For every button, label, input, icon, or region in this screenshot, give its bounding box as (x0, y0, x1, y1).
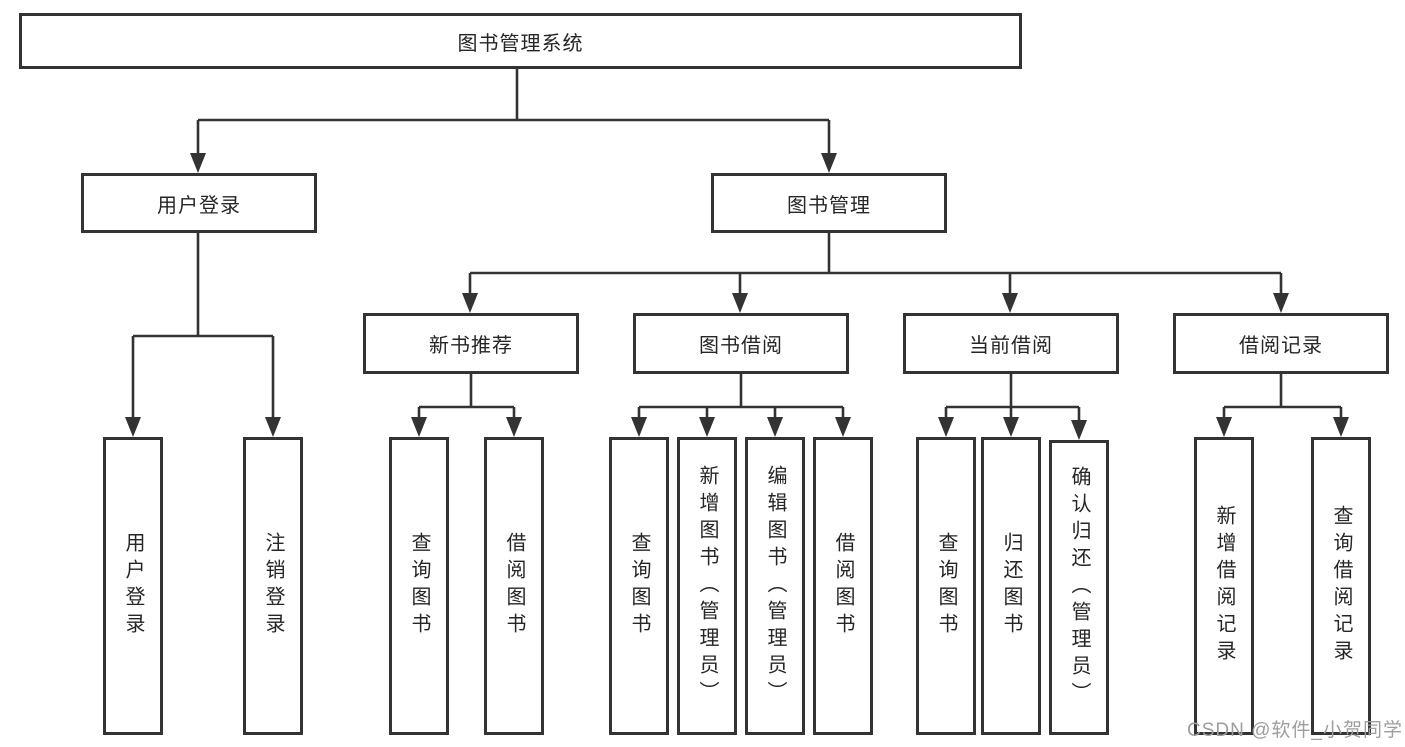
node-borrowing-records: 借阅记录 (1173, 313, 1389, 374)
arrowhead (821, 153, 837, 173)
connector-current-borrowing-children (938, 374, 1087, 440)
connector-book-borrowing-children (631, 374, 851, 437)
arrowhead (125, 417, 141, 437)
arrowhead (732, 293, 748, 313)
leaf-borrow-books-1: 借阅图书 (484, 437, 544, 735)
leaf-edit-books-admin: 编辑图书（管理员） (745, 437, 805, 735)
arrowhead (1333, 417, 1349, 437)
leaf-label: 编辑图书（管理员） (764, 464, 786, 708)
leaf-logout-login: 注销登录 (243, 437, 303, 735)
leaf-return-books: 归还图书 (981, 437, 1041, 735)
node-library-management-system: 图书管理系统 (19, 13, 1022, 69)
leaf-label: 查询图书 (628, 532, 650, 640)
arrowhead (1273, 293, 1289, 313)
connector-root-to-level2 (190, 69, 837, 173)
arrowhead (190, 153, 206, 173)
arrowhead (411, 417, 427, 437)
leaf-label: 归还图书 (1000, 532, 1022, 640)
arrowhead (462, 293, 478, 313)
arrowhead (1216, 417, 1232, 437)
arrowhead (506, 417, 522, 437)
leaf-label: 查询借阅记录 (1330, 505, 1352, 667)
leaf-confirm-return-admin: 确认归还（管理员） (1049, 440, 1109, 735)
leaf-label: 注销登录 (262, 532, 284, 640)
leaf-add-borrow-record: 新增借阅记录 (1194, 437, 1254, 735)
leaf-label: 确认归还（管理员） (1068, 466, 1090, 709)
connector-new-book-recommend-children (411, 374, 522, 437)
node-book-borrowing: 图书借阅 (633, 313, 849, 374)
arrowhead (835, 417, 851, 437)
leaf-label: 查询图书 (935, 532, 957, 640)
leaf-query-borrow-record: 查询借阅记录 (1311, 437, 1371, 735)
arrowhead (1002, 293, 1018, 313)
leaf-query-books-3: 查询图书 (916, 437, 976, 735)
connector-book-management-children (462, 233, 1289, 313)
leaf-user-login: 用户登录 (103, 437, 163, 735)
arrowhead (1003, 417, 1019, 437)
leaf-label: 新增借阅记录 (1213, 505, 1235, 667)
arrowhead (1071, 420, 1087, 440)
connector-borrowing-records-children (1216, 374, 1349, 437)
leaf-label: 借阅图书 (832, 532, 854, 640)
arrowhead (631, 417, 647, 437)
node-new-book-recommend: 新书推荐 (363, 313, 579, 374)
arrowhead (699, 417, 715, 437)
leaf-label: 新增图书（管理员） (696, 464, 718, 708)
leaf-add-books-admin: 新增图书（管理员） (677, 437, 737, 735)
leaf-label: 借阅图书 (503, 532, 525, 640)
node-book-management: 图书管理 (711, 173, 947, 233)
arrowhead (938, 417, 954, 437)
arrowhead (767, 417, 783, 437)
leaf-label: 用户登录 (122, 532, 144, 640)
leaf-label: 查询图书 (408, 532, 430, 640)
arrowhead (265, 417, 281, 437)
connector-user-login-children (125, 233, 281, 437)
watermark: CSDN @软件_小贺同学 (1187, 720, 1403, 741)
leaf-borrow-books-2: 借阅图书 (813, 437, 873, 735)
leaf-query-books-2: 查询图书 (609, 437, 669, 735)
leaf-query-books-1: 查询图书 (389, 437, 449, 735)
node-user-login: 用户登录 (81, 173, 317, 233)
node-current-borrowing: 当前借阅 (903, 313, 1119, 374)
